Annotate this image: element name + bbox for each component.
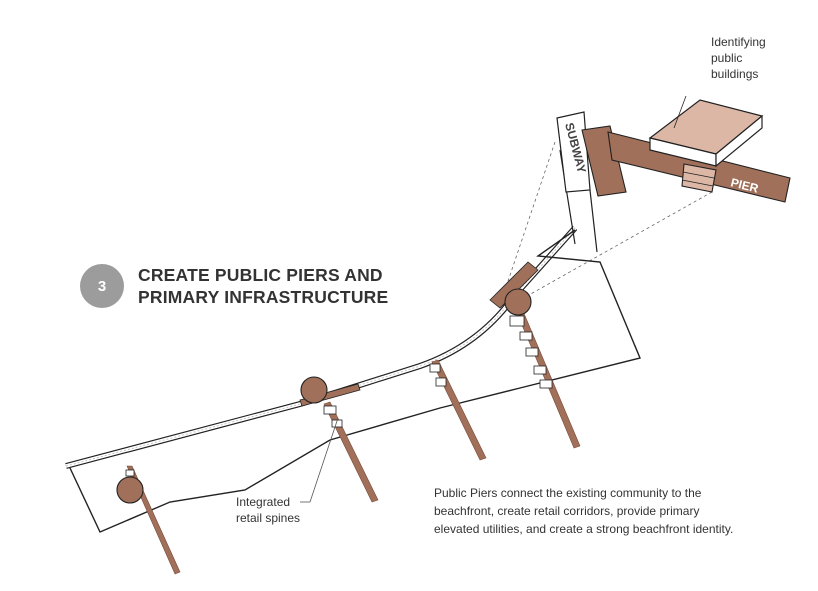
callout-dashed-lines xyxy=(504,141,713,301)
pier-1 xyxy=(116,465,181,575)
step-number-badge: 3 xyxy=(80,264,124,308)
label-line: retail spines xyxy=(236,511,301,525)
pier-4 xyxy=(489,261,581,449)
description-line: Public Piers connect the existing commun… xyxy=(434,486,702,500)
public-building xyxy=(648,95,764,193)
title-line-2: PRIMARY INFRASTRUCTURE xyxy=(138,287,389,307)
title-line-1: CREATE PUBLIC PIERS AND xyxy=(138,265,383,285)
pier-2 xyxy=(299,376,379,503)
label-line: public xyxy=(711,51,743,65)
site-boundary xyxy=(69,229,641,533)
pier-3 xyxy=(429,359,487,461)
description-line: beachfront, create retail corridors, pro… xyxy=(434,504,700,518)
pier-label: PIER xyxy=(729,175,760,195)
label-line: buildings xyxy=(711,67,759,81)
description-text: Public Piers connect the existing commun… xyxy=(434,484,804,538)
label-line: Identifying xyxy=(711,35,766,49)
description-line: elevated utilities, and create a strong … xyxy=(434,522,734,536)
label-line: Integrated xyxy=(236,495,291,509)
public-buildings-label: Identifying public buildings xyxy=(711,34,766,82)
piers xyxy=(116,261,581,575)
section-title: CREATE PUBLIC PIERS AND PRIMARY INFRASTR… xyxy=(138,264,438,308)
retail-spines-label: Integrated retail spines xyxy=(236,494,300,526)
leader-lines xyxy=(300,417,339,503)
